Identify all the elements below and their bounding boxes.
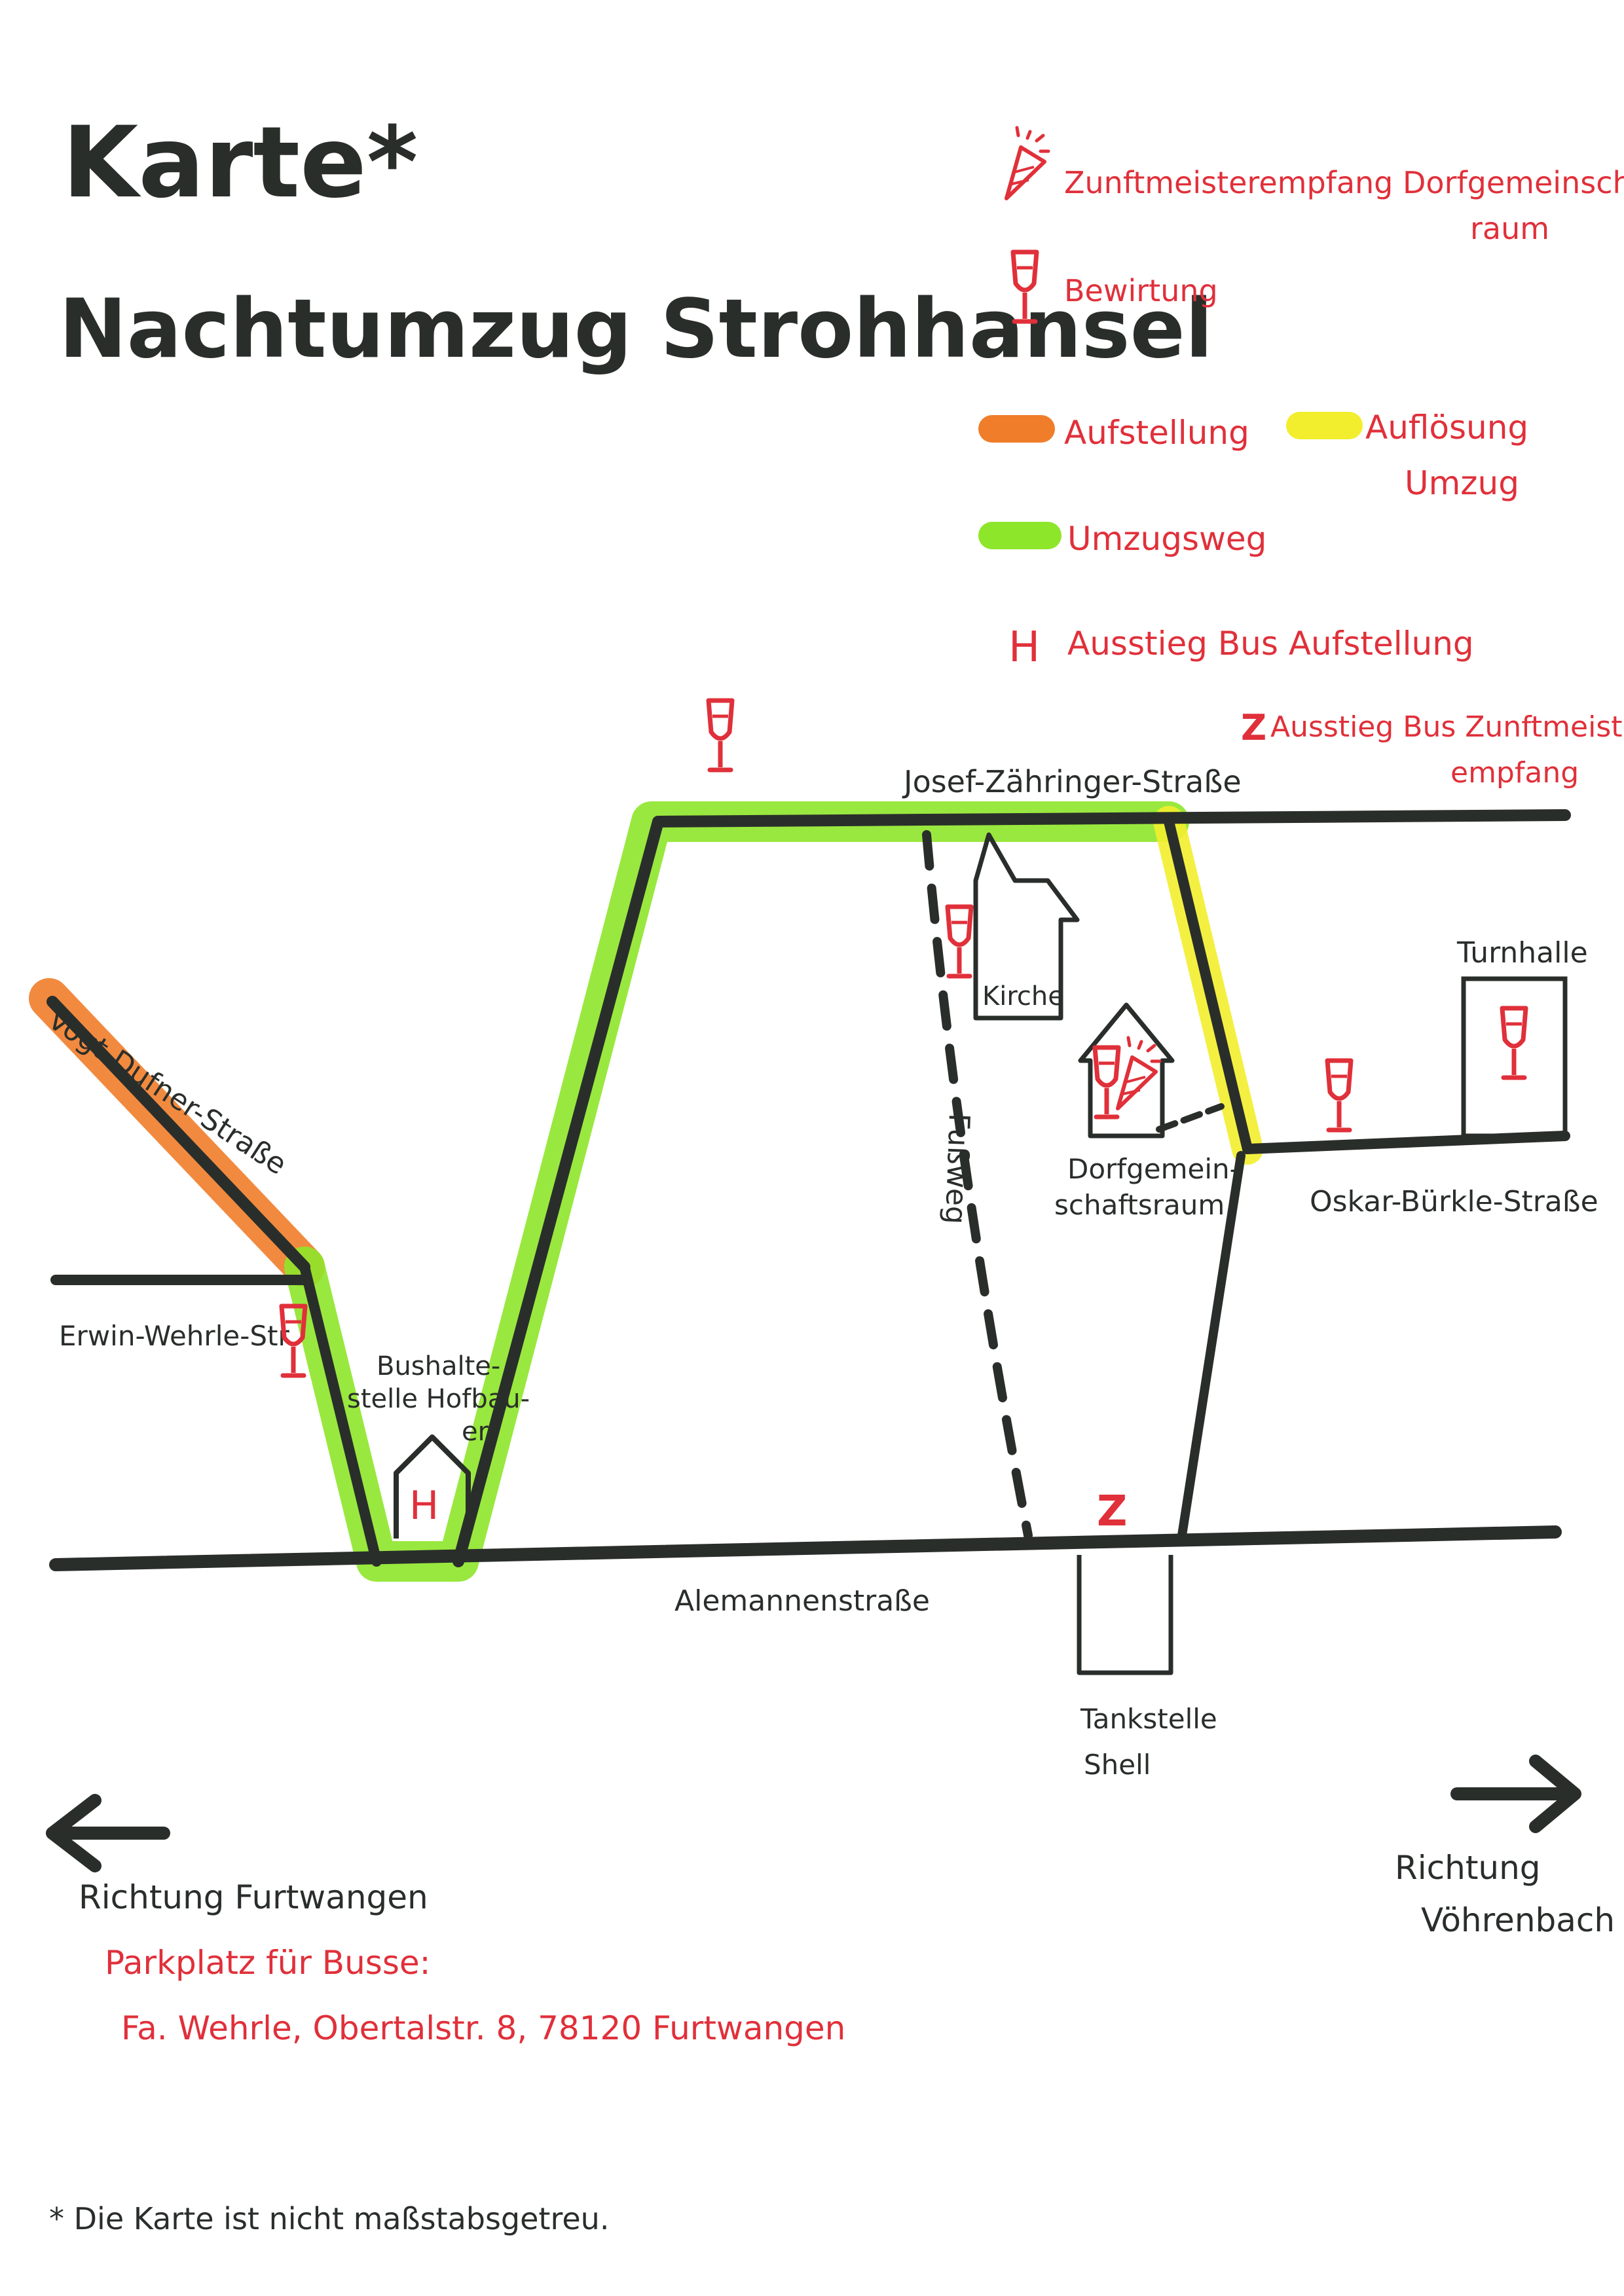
- direction-furtwangen: Richtung Furtwangen: [46, 1794, 428, 1916]
- dorf-building: [1078, 1002, 1175, 1139]
- title-line-1: Karte*: [62, 106, 418, 220]
- legend-dissolution: Auflösung Umzug: [1286, 409, 1528, 502]
- dorfgemeinschaftsraum: Dorfgemein- schaftsraum: [1054, 1002, 1240, 1221]
- legend-reception-label-2: raum: [1470, 211, 1549, 246]
- legend-bus-z-label-1: Ausstieg Bus Zunftmeister-: [1270, 710, 1624, 744]
- bus-stop-label-1: Bushalte-: [377, 1351, 500, 1381]
- bus-z-marker: Z: [1097, 1487, 1127, 1536]
- road-alemannen: [49, 1525, 1562, 1571]
- road-east-link: [1177, 1151, 1246, 1540]
- road-ascent: [452, 816, 664, 1567]
- confetti-cone-icon: [1006, 128, 1048, 198]
- legend-reception-label: Zunftmeisterempfang Dorfgemeinschafts-: [1064, 165, 1624, 200]
- parking-address: Fa. Wehrle, Obertalstr. 8, 78120 Furtwan…: [121, 2009, 845, 2047]
- street-josef-zaehringer: Josef-Zähringer-Straße: [902, 764, 1242, 799]
- dorf-confetti-icon: [1118, 1038, 1160, 1108]
- bus-stop-house: [394, 1434, 471, 1539]
- legend-catering-label: Bewirtung: [1064, 273, 1218, 308]
- dorf-label-1: Dorfgemein-: [1067, 1153, 1240, 1185]
- road-vogt-dufner: [46, 996, 310, 1273]
- legend-bus-h-symbol: H: [1008, 623, 1040, 672]
- direction-voehrenbach-label-1: Richtung: [1395, 1849, 1541, 1887]
- tankstelle-label-1: Tankstelle: [1080, 1703, 1217, 1735]
- legend-bus-z: Z Ausstieg Bus Zunftmeister- empfang: [1241, 707, 1624, 790]
- kirche: Kirche: [973, 832, 1080, 1021]
- street-labels: Josef-Zähringer-Straße Vogt-Dufner-Straß…: [42, 764, 1598, 1618]
- dorf-label-2: schaftsraum: [1054, 1189, 1225, 1221]
- title-line-2: Nachtumzug Strohhansel: [59, 282, 1213, 376]
- tankstelle-shell: Tankstelle Shell: [1077, 1555, 1217, 1781]
- road-josef-zaehringer: [652, 809, 1571, 828]
- bus-stop-symbol: H: [409, 1483, 439, 1529]
- tankstelle-building: [1077, 1555, 1173, 1675]
- road-fussweg: [922, 830, 1033, 1540]
- legend-assembly-label: Aufstellung: [1064, 414, 1249, 452]
- dorf-glass-icon: [1095, 1048, 1118, 1117]
- legend-bus-h: H Ausstieg Bus Aufstellung: [1008, 623, 1474, 672]
- arrow-left-icon: [46, 1794, 170, 1872]
- street-alemannen: Alemannenstraße: [674, 1584, 930, 1618]
- bus-stop-label-3: er: [462, 1417, 489, 1447]
- wine-glass-icon: [709, 701, 732, 770]
- wine-glass-icon: [948, 907, 971, 976]
- footnote: * Die Karte ist nicht maßstabsgetreu.: [49, 2201, 609, 2236]
- turnhalle-glass-icon: [1502, 1008, 1526, 1078]
- street-vogt-dufner: Vogt-Dufner-Straße: [42, 1002, 293, 1181]
- bus-stop-label-2: stelle Hofbau-: [347, 1384, 530, 1414]
- parking-label: Parkplatz für Busse:: [105, 1944, 431, 1982]
- legend-assembly: Aufstellung: [978, 414, 1249, 452]
- legend: Zunftmeisterempfang Dorfgemeinschafts- r…: [978, 128, 1624, 790]
- road-dorf-link: [1156, 1103, 1225, 1133]
- legend-bus-h-label: Ausstieg Bus Aufstellung: [1067, 625, 1474, 663]
- legend-bus-z-symbol: Z: [1241, 707, 1266, 748]
- direction-voehrenbach: Richtung Vöhrenbach: [1395, 1755, 1615, 1939]
- bus-stop-hofbauer: H Bushalte- stelle Hofbau- er: [347, 1351, 530, 1539]
- legend-route: Umzugsweg: [978, 520, 1266, 558]
- wine-glass-icon: [1327, 1061, 1351, 1130]
- legend-route-label: Umzugsweg: [1067, 520, 1266, 558]
- kirche-label: Kirche: [982, 981, 1064, 1011]
- kirche-building: [973, 832, 1080, 1021]
- arrow-right-icon: [1450, 1755, 1581, 1833]
- turnhalle-label: Turnhalle: [1456, 936, 1588, 970]
- legend-catering: Bewirtung: [1013, 252, 1218, 321]
- procession-route: [284, 801, 1189, 1582]
- turnhalle: Turnhalle: [1456, 936, 1588, 1139]
- road-descent-left: [299, 1262, 382, 1567]
- street-fussweg: Fußweg: [938, 1113, 976, 1225]
- direction-voehrenbach-label-2: Vöhrenbach: [1421, 1901, 1615, 1939]
- street-oskar-buerkle: Oskar-Bürkle-Straße: [1310, 1185, 1598, 1218]
- turnhalle-building: [1461, 976, 1568, 1139]
- street-erwin-wehrle: Erwin-Wehrle-Str.: [59, 1320, 295, 1352]
- roads: [46, 809, 1571, 1571]
- legend-dissolution-label-1: Auflösung: [1365, 409, 1528, 446]
- legend-bus-z-label-2: empfang: [1450, 756, 1579, 790]
- legend-dissolution-label-2: Umzug: [1405, 464, 1519, 502]
- parking-info: Parkplatz für Busse: Fa. Wehrle, Obertal…: [105, 1944, 845, 2047]
- direction-furtwangen-label: Richtung Furtwangen: [79, 1878, 428, 1916]
- tankstelle-label-2: Shell: [1084, 1749, 1151, 1781]
- legend-reception: Zunftmeisterempfang Dorfgemeinschafts- r…: [1006, 128, 1624, 246]
- road-shoulder: [1164, 816, 1253, 1154]
- map-title: Karte* Nachtumzug Strohhansel: [59, 106, 1213, 376]
